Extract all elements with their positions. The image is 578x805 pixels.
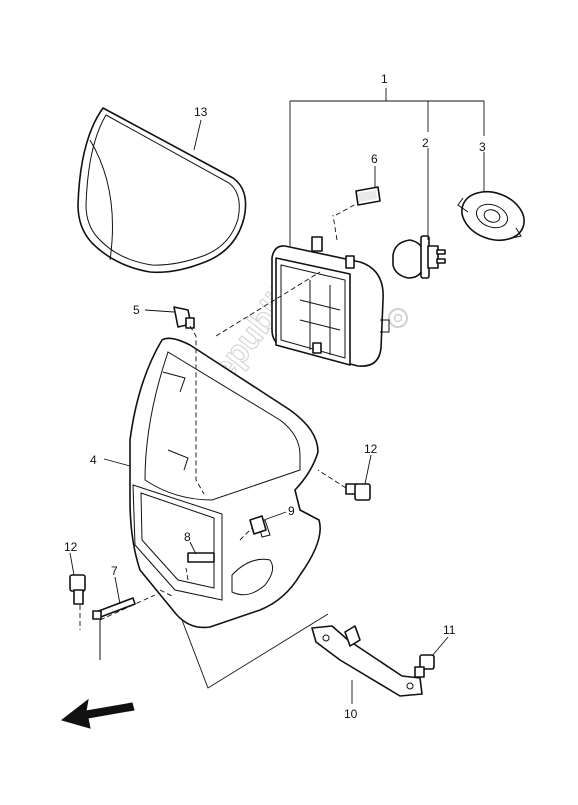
callout-10: 10 xyxy=(344,707,358,721)
socket-cover-part xyxy=(457,190,525,242)
callout-labels: 1 2 3 4 5 6 7 8 9 10 11 12 12 13 xyxy=(64,72,486,721)
windscreen-part xyxy=(77,107,247,274)
headlight-unit-part xyxy=(271,236,390,367)
headlight-cowl-part xyxy=(129,337,321,629)
spring-8-part xyxy=(187,552,215,564)
bolt-12-right-part xyxy=(345,483,371,501)
grommet-9-part xyxy=(249,515,267,535)
callout-12-left: 12 xyxy=(64,540,78,554)
bracket-10-part xyxy=(311,625,423,697)
bolt-12-left-part xyxy=(69,574,86,605)
screw-7-part xyxy=(92,597,136,620)
screw-11-part xyxy=(414,654,435,678)
callout-7: 7 xyxy=(111,564,118,578)
screw-5-part xyxy=(173,306,195,329)
assembly-lines xyxy=(79,203,357,689)
callout-12-right: 12 xyxy=(364,442,378,456)
watermark-gear-icon xyxy=(388,308,408,328)
callout-6: 6 xyxy=(371,152,378,166)
callout-11: 11 xyxy=(443,623,456,637)
callout-1: 1 xyxy=(381,72,388,86)
label-sticker-part xyxy=(355,186,381,206)
callout-9: 9 xyxy=(288,504,295,518)
callout-4: 4 xyxy=(90,453,97,467)
headlight-bulb-part xyxy=(392,235,446,279)
front-direction-arrow-icon xyxy=(60,698,135,729)
callout-5: 5 xyxy=(133,303,140,317)
callout-2: 2 xyxy=(422,136,429,150)
callout-8: 8 xyxy=(184,530,191,544)
callout-3: 3 xyxy=(479,140,486,154)
callout-13: 13 xyxy=(194,105,208,119)
callout-leaders xyxy=(69,88,485,704)
